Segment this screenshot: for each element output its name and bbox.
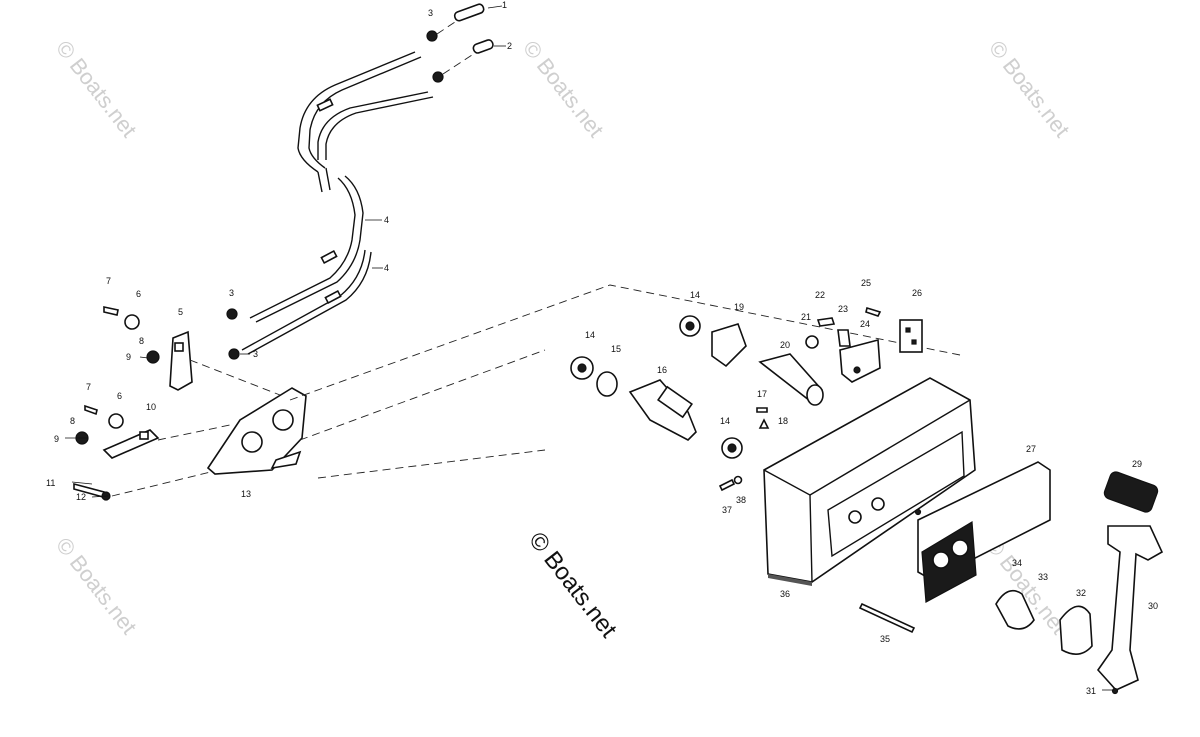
callout-30: 30 xyxy=(1148,601,1158,611)
callout-14-a: 14 xyxy=(585,330,595,340)
handle-group xyxy=(718,471,1164,695)
callout-9-upper: 9 xyxy=(126,352,131,362)
callout-leaders xyxy=(65,5,1112,691)
callout-33: 33 xyxy=(1038,572,1048,582)
callout-4-lower: 4 xyxy=(384,263,389,273)
callout-13: 13 xyxy=(241,489,251,499)
callout-1: 1 xyxy=(502,0,507,10)
callout-38: 38 xyxy=(736,495,746,505)
callout-3-top: 3 xyxy=(428,8,433,18)
callout-14-c: 14 xyxy=(720,416,730,426)
decal-and-faceplate xyxy=(917,461,1051,603)
watermark-top-right: © Boats.net xyxy=(984,36,1075,142)
mounting-plate xyxy=(206,387,307,475)
callout-31: 31 xyxy=(1086,686,1096,696)
watermark-bottom-left: © Boats.net xyxy=(51,533,142,639)
callout-12: 12 xyxy=(76,492,86,502)
cable-end-fittings xyxy=(226,3,494,360)
watermark-top-left: © Boats.net xyxy=(51,36,142,142)
callout-numbers: 1 2 3 3 3 4 4 5 6 6 7 7 8 8 9 9 10 11 12… xyxy=(46,0,1158,696)
callout-26: 26 xyxy=(912,288,922,298)
watermark-top-center: © Boats.net xyxy=(518,36,609,142)
callout-19: 19 xyxy=(734,302,744,312)
callout-25: 25 xyxy=(861,278,871,288)
callout-23: 23 xyxy=(838,304,848,314)
shaft-group xyxy=(570,315,824,459)
callout-16: 16 xyxy=(657,365,667,375)
callout-24: 24 xyxy=(860,319,870,329)
callout-4-upper: 4 xyxy=(384,215,389,225)
callout-6-upper: 6 xyxy=(136,289,141,299)
callout-20: 20 xyxy=(780,340,790,350)
callout-21: 21 xyxy=(801,312,811,322)
callout-29: 29 xyxy=(1132,459,1142,469)
callout-5: 5 xyxy=(178,307,183,317)
callout-35: 35 xyxy=(880,634,890,644)
callout-7-lower: 7 xyxy=(86,382,91,392)
callout-8-lower: 8 xyxy=(70,416,75,426)
callout-22: 22 xyxy=(815,290,825,300)
callout-32: 32 xyxy=(1076,588,1086,598)
callout-27: 27 xyxy=(1026,444,1036,454)
callout-2: 2 xyxy=(507,41,512,51)
lever-group xyxy=(73,306,281,501)
callout-11: 11 xyxy=(46,478,55,488)
callout-7-upper: 7 xyxy=(106,276,111,286)
callout-34: 34 xyxy=(1012,558,1022,568)
callout-18: 18 xyxy=(778,416,788,426)
callout-3-bottom: 3 xyxy=(253,349,258,359)
callout-15: 15 xyxy=(611,344,621,354)
callout-36: 36 xyxy=(780,589,790,599)
watermark-center: © Boats.net xyxy=(523,527,622,643)
callout-37: 37 xyxy=(722,505,732,515)
cable-assembly xyxy=(241,51,434,355)
callout-9-lower: 9 xyxy=(54,434,59,444)
callout-3-left: 3 xyxy=(229,288,234,298)
bracket-parts xyxy=(805,306,923,383)
callout-10: 10 xyxy=(146,402,156,412)
callout-17: 17 xyxy=(757,389,767,399)
callout-8-upper: 8 xyxy=(139,336,144,346)
control-box-housing xyxy=(763,377,976,586)
callout-6-lower: 6 xyxy=(117,391,122,401)
callout-14-b: 14 xyxy=(690,290,700,300)
